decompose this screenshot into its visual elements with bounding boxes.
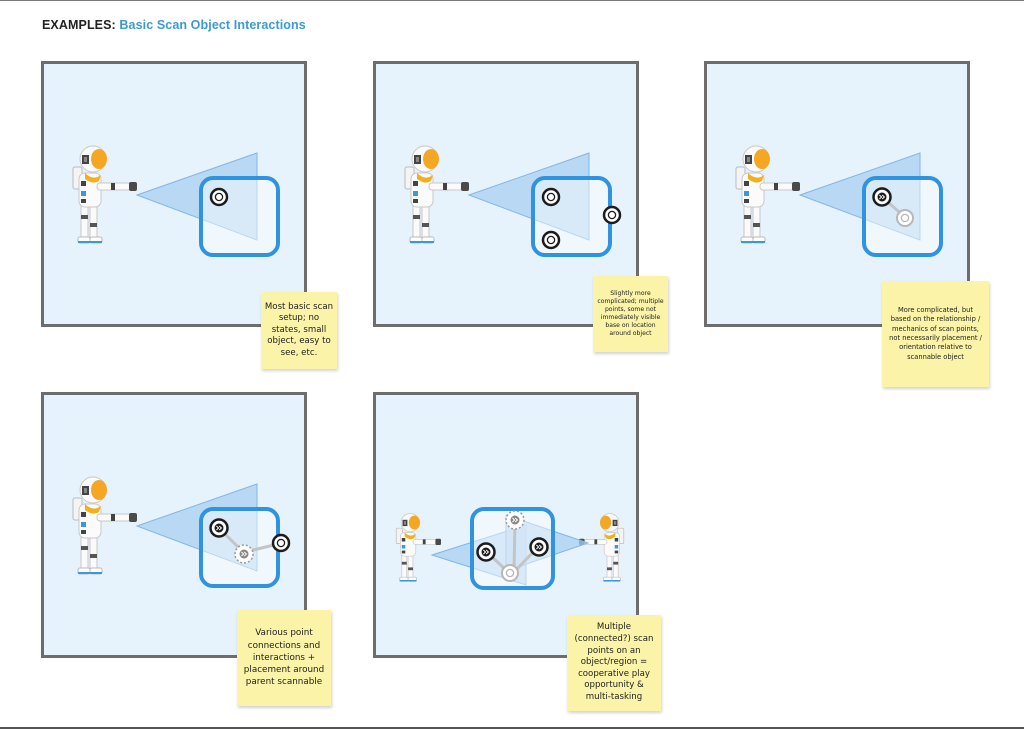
scan-point-linked[interactable]: [896, 209, 914, 227]
panel-cooperative: [373, 392, 639, 658]
sticky-note-multiple-points: Slightly more complicated; multiple poin…: [593, 276, 668, 352]
astronaut-right: [578, 513, 625, 582]
scan-point-active[interactable]: [529, 537, 549, 557]
sticky-note-connections: Various point connections and interactio…: [237, 610, 331, 706]
astronaut: [404, 145, 470, 244]
scan-point-dashed[interactable]: [234, 544, 254, 564]
panel-basic-illustration: [72, 145, 280, 257]
panel-relationship: [704, 61, 970, 327]
scan-point-linked[interactable]: [501, 564, 519, 582]
astronaut: [735, 145, 801, 244]
connector-line: [512, 520, 517, 572]
title-text: Basic Scan Object Interactions: [119, 18, 306, 32]
panel-basic: [41, 61, 307, 327]
scan-beam: [798, 152, 921, 241]
scan-point-outside[interactable]: [271, 533, 291, 553]
title-prefix: EXAMPLES:: [42, 18, 116, 32]
panel-relationship-illustration: [735, 145, 943, 257]
note-text: Various point connections and interactio…: [243, 628, 325, 688]
panel-multiple-points-illustration: [404, 145, 622, 257]
bottom-divider: [0, 727, 1024, 729]
scan-beam: [135, 152, 258, 241]
scan-point-active[interactable]: [476, 542, 496, 562]
astronaut: [72, 476, 138, 575]
scan-point[interactable]: [209, 187, 229, 207]
scan-point[interactable]: [541, 230, 561, 250]
scan-point-active[interactable]: [872, 187, 892, 207]
note-text: Most basic scan setup; no states, small …: [264, 301, 334, 358]
panel-cooperative-illustration: [395, 507, 625, 590]
astronaut-left: [395, 513, 442, 582]
top-divider: [0, 0, 1024, 1]
scannable-object[interactable]: [199, 176, 280, 257]
page-title: EXAMPLES: Basic Scan Object Interactions: [42, 18, 306, 32]
astronaut: [72, 145, 138, 244]
scan-point[interactable]: [541, 187, 561, 207]
panel-multiple-points: [373, 61, 639, 327]
scan-point-active[interactable]: [209, 518, 229, 538]
note-text: More complicated, but based on the relat…: [889, 305, 982, 361]
scan-point-dashed[interactable]: [505, 510, 525, 530]
scan-beam: [467, 152, 590, 241]
note-text: Multiple (connected?) scan points on an …: [574, 622, 654, 702]
note-text: Slightly more complicated; multiple poin…: [597, 290, 664, 337]
scan-beam: [135, 483, 258, 572]
sticky-note-basic: Most basic scan setup; no states, small …: [261, 292, 337, 369]
panel-connections-illustration: [72, 476, 291, 588]
sticky-note-cooperative: Multiple (connected?) scan points on an …: [567, 615, 661, 711]
sticky-note-relationship: More complicated, but based on the relat…: [882, 281, 989, 387]
scan-point-hidden[interactable]: [602, 205, 622, 225]
scannable-object[interactable]: [470, 507, 555, 590]
